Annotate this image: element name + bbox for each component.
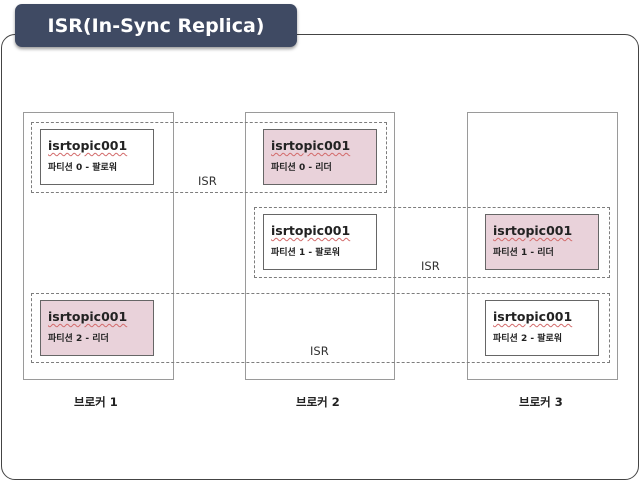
partition-role: 파티션 1 - 리더: [493, 248, 554, 258]
topic-name: isrtopic001: [493, 309, 573, 324]
partition-role: 파티션 0 - 팔로워: [48, 163, 118, 173]
diagram-title: ISR(In-Sync Replica): [15, 4, 297, 47]
isr-group-partition-0: [31, 122, 387, 193]
partition-role: 파티션 2 - 리더: [48, 334, 109, 344]
replica-card: isrtopic001 파티션 1 - 팔로워: [263, 214, 377, 270]
partition-role: 파티션 2 - 팔로워: [493, 334, 563, 344]
broker-1-box: [23, 112, 174, 380]
topic-name: isrtopic001: [48, 309, 128, 324]
isr-group-partition-2: [31, 293, 610, 363]
replica-card: isrtopic001 파티션 2 - 팔로워: [485, 300, 599, 356]
broker-3-box: [467, 112, 618, 380]
replica-card: isrtopic001 파티션 1 - 리더: [485, 214, 599, 270]
topic-name: isrtopic001: [493, 223, 573, 238]
isr-label: ISR: [310, 344, 329, 358]
isr-label: ISR: [421, 259, 440, 273]
replica-card: isrtopic001 파티션 0 - 리더: [263, 129, 377, 185]
replica-card: isrtopic001 파티션 0 - 팔로워: [40, 129, 154, 185]
isr-label: ISR: [198, 174, 217, 188]
replica-card: isrtopic001 파티션 2 - 리더: [40, 300, 154, 356]
partition-role: 파티션 1 - 팔로워: [271, 248, 341, 258]
partition-role: 파티션 0 - 리더: [271, 163, 332, 173]
broker-label: 브로커 2: [296, 395, 340, 409]
topic-name: isrtopic001: [271, 138, 351, 153]
topic-name: isrtopic001: [271, 223, 351, 238]
isr-group-partition-1: [254, 207, 610, 278]
topic-name: isrtopic001: [48, 138, 128, 153]
broker-2-box: [245, 112, 395, 380]
broker-label: 브로커 3: [519, 395, 563, 409]
broker-label: 브로커 1: [74, 395, 118, 409]
